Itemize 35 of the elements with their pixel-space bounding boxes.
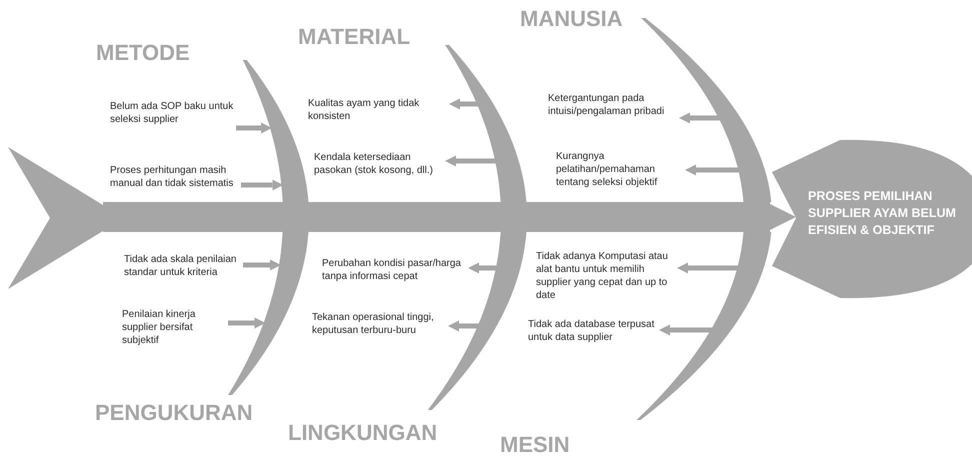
category-label: METODE — [96, 40, 190, 66]
cause-text: Kurangnya pelatihan/pemahaman tentang seleksi objektif — [556, 150, 684, 189]
cause-text: Tidak ada skala penilaian standar untuk kriteria — [124, 253, 242, 279]
cause-text: Penilaian kinerja supplier bersifat subjektif — [122, 308, 227, 347]
cause-text: Belum ada SOP baku untuk seleksi supplier — [110, 100, 235, 126]
arrow — [449, 98, 479, 110]
cause-text: Kendala ketersediaan pasokan (stok kosong, dll.) — [314, 151, 444, 177]
arrow — [677, 262, 740, 274]
cause-text: Perubahan kondisi pasar/harga tanpa informasi cepat — [322, 257, 467, 283]
rib-arc — [444, 44, 528, 203]
arrow — [468, 262, 498, 274]
category-label: MANUSIA — [520, 6, 623, 32]
cause-text: Tidak adanya Komputasi atau alat bantu untuk memilih supplier yang cepat dan up to date — [536, 250, 676, 302]
fish-tail — [8, 147, 103, 289]
category-label: PENGUKURAN — [95, 400, 253, 426]
arrow — [228, 318, 266, 328]
arrow — [236, 122, 272, 134]
category-label: LINGKUNGAN — [288, 420, 438, 446]
category-label: MESIN — [500, 432, 570, 457]
arrow — [241, 180, 284, 190]
arrow — [659, 324, 713, 336]
cause-text: Proses perhitungan masih manual dan tidak sistematis — [110, 164, 240, 190]
spine-arrow — [103, 202, 796, 232]
arrow — [445, 156, 498, 166]
arrow — [448, 320, 480, 332]
problem-statement: PROSES PEMILIHAN SUPPLIER AYAM BELUM EFISIEN & OBJEKTIF — [808, 188, 957, 239]
arrow — [243, 260, 281, 270]
cause-text: Kualitas ayam yang tidak konsisten — [308, 97, 448, 123]
category-label: MATERIAL — [298, 24, 410, 50]
cause-text: Tekanan operasional tinggi, keputusan terburu-buru — [312, 311, 447, 337]
arrow — [685, 164, 740, 176]
rib-arc — [241, 59, 310, 203]
arrow — [679, 112, 721, 124]
cause-text: Ketergantungan pada intuisi/pengalaman pribadi — [548, 92, 678, 118]
cause-text: Tidak ada database terpusat untuk data supplier — [528, 318, 658, 344]
